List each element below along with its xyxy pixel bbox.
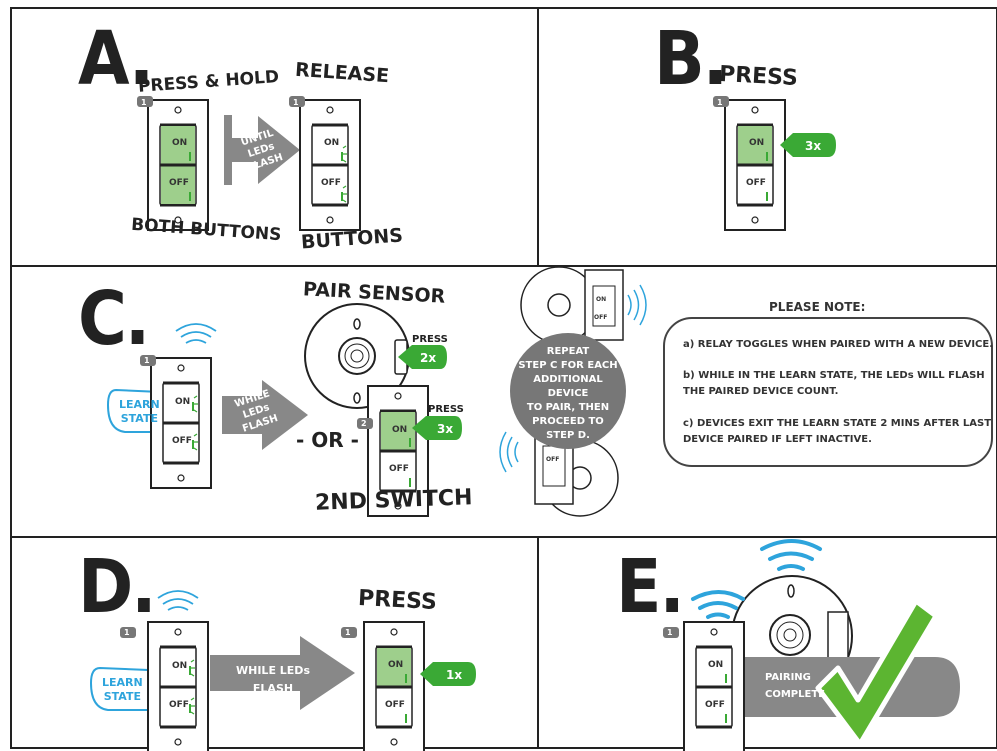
step-c-badge-1 (140, 355, 156, 366)
step-d-badge-left-text: 1 (124, 628, 130, 637)
switch-off-label: OFF (169, 700, 189, 710)
note-box (663, 317, 993, 467)
note-item-b: b) WHILE IN THE LEARN STATE, THE LEDs WI… (683, 370, 985, 381)
switch-off-label: OFF (389, 464, 409, 474)
switch-on-label: ON (172, 138, 188, 148)
step-d-switch-right (362, 620, 426, 751)
step-d-badge-right (341, 627, 357, 638)
step-c-or-label: - OR - (296, 428, 359, 452)
step-c-repeat-cluster (499, 266, 647, 517)
switch-off-label: OFF (546, 456, 560, 463)
switch-off-label: OFF (321, 178, 341, 188)
step-d-learn-bubble (89, 666, 149, 711)
step-b-switch (723, 98, 787, 232)
switch-on-label: ON (172, 661, 188, 671)
switch-on-label: ON (708, 660, 724, 670)
step-e-switch (683, 621, 745, 751)
switch-on-label: ON (596, 296, 607, 303)
step-b-press-count: 3x (805, 139, 822, 153)
switch-off-label: OFF (385, 700, 405, 710)
step-a-switch-right (298, 98, 362, 232)
switch-off-label: OFF (705, 700, 725, 710)
step-c-arrow (222, 380, 308, 450)
step-e-badge (663, 627, 679, 638)
step-c-learn-bubble (106, 388, 161, 433)
step-b-press-arrow (780, 133, 836, 157)
step-c-badge-2 (357, 418, 373, 429)
step-b-letter: B. (654, 16, 728, 102)
panel-borders (10, 7, 997, 749)
step-c-switch-press-label: PRESS (428, 404, 464, 415)
note-item-a: a) RELAY TOGGLES WHEN PAIRED WITH A NEW … (683, 339, 994, 350)
step-a-badge-right: 1 (293, 98, 299, 107)
step-a-badge-left: 1 (141, 98, 147, 107)
step-c-badge-1-text: 1 (144, 356, 150, 365)
step-c-sensor-press-arrow (398, 345, 447, 369)
step-c-letter: C. (78, 276, 150, 362)
switch-off-label: OFF (594, 314, 608, 321)
switch-on-label: ON (392, 425, 408, 435)
step-e-badge-text: 1 (667, 628, 673, 637)
step-a-badges (137, 96, 305, 107)
step-d-arrow (210, 636, 355, 710)
note-heading: PLEASE NOTE: (769, 300, 866, 314)
step-e-wifi-top (760, 539, 822, 571)
step-a-switch-left (146, 98, 210, 232)
step-d-press-label: PRESS (357, 585, 438, 616)
note-item-c: c) DEVICES EXIT THE LEARN STATE 2 MINS A… (683, 418, 992, 429)
step-d-wifi (157, 590, 199, 611)
step-c-wifi (175, 323, 217, 344)
note-item-b-cont: THE PAIRED DEVICE COUNT. (683, 386, 839, 397)
step-e-wifi-left (691, 590, 745, 619)
switch-on-label: ON (324, 138, 340, 148)
step-d-letter: D. (78, 544, 157, 630)
step-c-switch-count: 3x (437, 422, 454, 436)
step-c-second-switch-label: 2ND SWITCH (314, 485, 473, 516)
switch-off-label: OFF (169, 178, 189, 188)
step-e-letter: E. (616, 544, 685, 630)
step-d-press-count: 1x (446, 668, 463, 682)
checkmark-icon (815, 598, 939, 747)
switch-on-label: ON (388, 660, 404, 670)
step-c-switch (149, 356, 213, 490)
switch-on-label: ON (175, 397, 191, 407)
step-c-badge-2-text: 2 (361, 419, 367, 428)
switch-off-label: OFF (172, 436, 192, 446)
step-c-switch-press-arrow (412, 416, 462, 440)
step-b-badge (713, 96, 729, 107)
step-d-press-arrow (420, 662, 476, 686)
step-c-sensor-count: 2x (420, 351, 437, 365)
step-a-arrow (224, 115, 300, 185)
step-a-letter: A. (78, 16, 154, 102)
note-item-c-cont: DEVICE PAIRED IF LEFT INACTIVE. (683, 434, 872, 445)
step-b-press-label: PRESS (718, 61, 799, 92)
step-d-badge-left (120, 627, 136, 638)
switch-on-label: ON (749, 138, 765, 148)
step-d-badge-right-text: 1 (345, 628, 351, 637)
step-c-second-switch (366, 384, 430, 518)
step-b-badge-text: 1 (717, 98, 723, 107)
step-c-sensor-press-label: PRESS (412, 334, 448, 345)
switch-off-label: OFF (746, 178, 766, 188)
step-d-switch-left (146, 620, 210, 751)
